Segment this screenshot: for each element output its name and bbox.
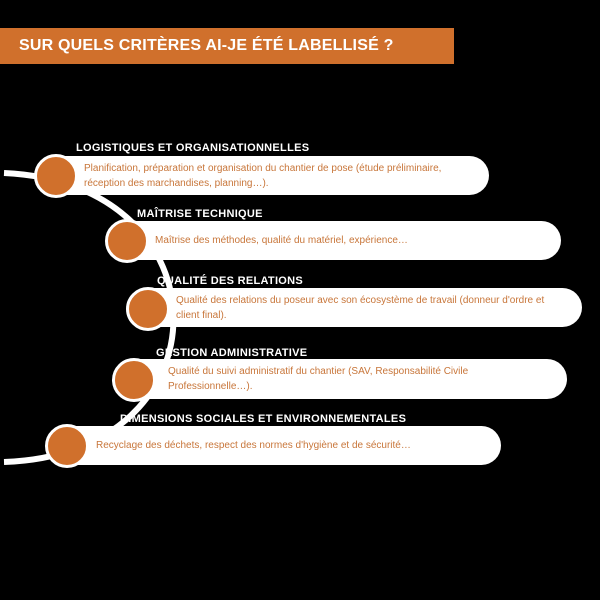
criterion-heading-social-environment: DIMENSIONS SOCIALES ET ENVIRONNEMENTALES: [120, 413, 407, 425]
criterion-description-social-environment: Recyclage des déchets, respect des norme…: [96, 440, 411, 451]
criterion-card-technique: Maîtrise des méthodes, qualité du matéri…: [110, 221, 561, 260]
criterion-card-logistics: Planification, préparation et organisati…: [40, 156, 489, 195]
criterion-heading-technique: MAÎTRISE TECHNIQUE: [137, 208, 263, 220]
timeline-dot-logistics: [34, 154, 78, 198]
criterion-description-relations: Qualité des relations du poseur avec son…: [176, 294, 545, 321]
title-banner: SUR QUELS CRITÈRES AI-JE ÉTÉ LABELLISÉ ?: [0, 28, 454, 64]
criterion-card-administrative: Qualité du suivi administratif du chanti…: [120, 359, 567, 399]
criterion-heading-administrative: GESTION ADMINISTRATIVE: [156, 347, 308, 359]
criterion-heading-logistics: LOGISTIQUES ET ORGANISATIONNELLES: [76, 142, 310, 154]
timeline-dot-relations: [126, 287, 170, 331]
timeline-dot-administrative: [112, 358, 156, 402]
page-title: SUR QUELS CRITÈRES AI-JE ÉTÉ LABELLISÉ ?: [19, 37, 394, 54]
timeline-dot-technique: [105, 219, 149, 263]
criterion-description-technique: Maîtrise des méthodes, qualité du matéri…: [155, 235, 408, 246]
criterion-card-relations: Qualité des relations du poseur avec son…: [130, 288, 582, 327]
criterion-description-logistics: Planification, préparation et organisati…: [84, 162, 442, 189]
criterion-description-administrative: Qualité du suivi administratif du chanti…: [168, 366, 469, 392]
criterion-heading-relations: QUALITÉ DES RELATIONS: [157, 275, 304, 287]
timeline-dot-social-environment: [45, 424, 89, 468]
criterion-card-social-environment: Recyclage des déchets, respect des norme…: [52, 426, 501, 465]
